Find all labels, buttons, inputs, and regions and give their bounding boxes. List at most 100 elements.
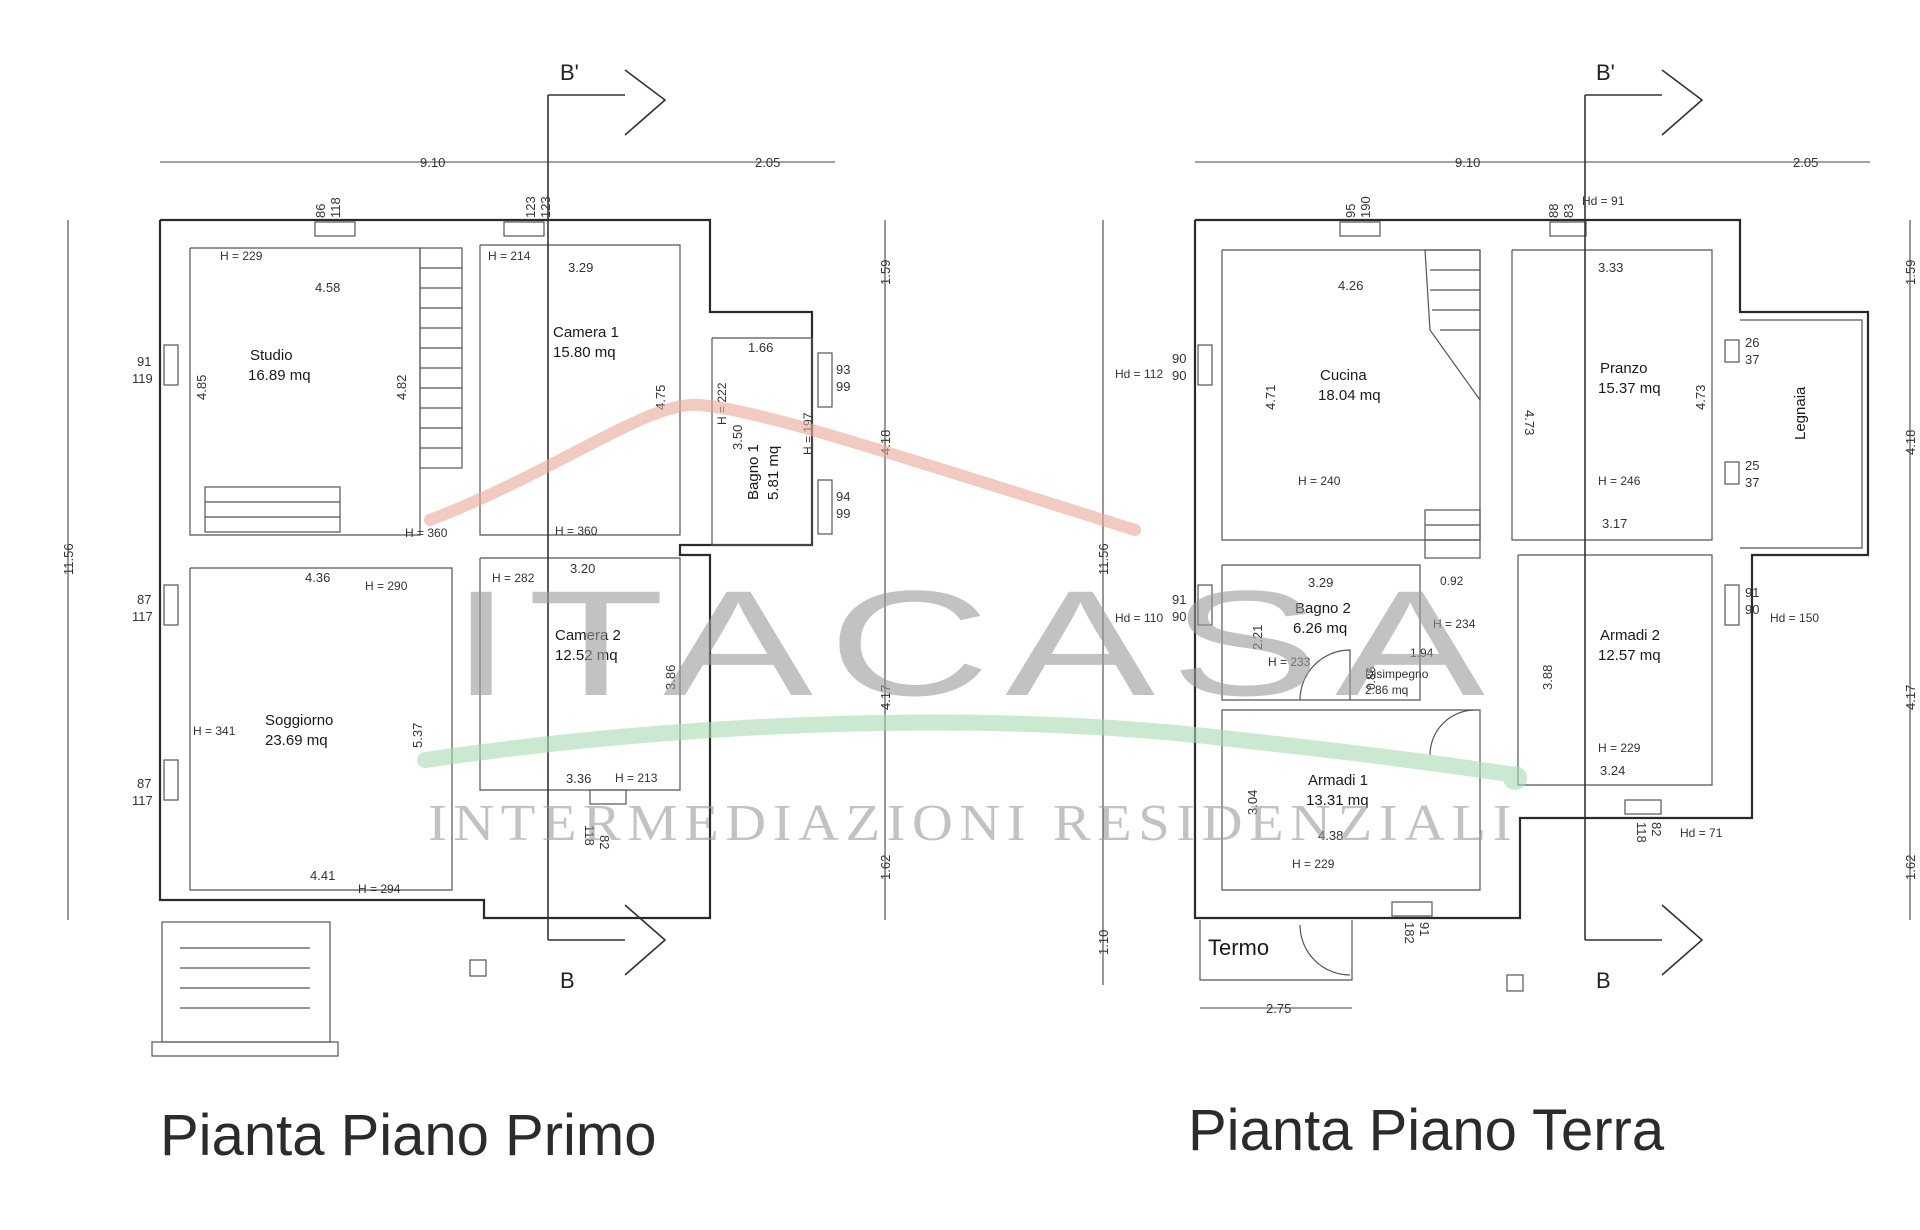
inner-dim: 3.50 <box>730 425 745 450</box>
inner-dim: 3.88 <box>1540 665 1555 690</box>
window-height: 118 <box>328 197 343 218</box>
height-label: H = 360 <box>405 526 448 540</box>
dim-top-main: 9.10 <box>420 155 445 170</box>
inner-dim: 5.37 <box>410 723 425 748</box>
height-label: H = 282 <box>492 571 535 585</box>
height-label: H = 294 <box>358 882 401 896</box>
inner-dim: 3.33 <box>1598 260 1623 275</box>
window-height: 118 <box>1634 822 1649 843</box>
height-label: H = 233 <box>1268 655 1311 669</box>
window-width: 82 <box>597 835 612 849</box>
inner-dim: 3.04 <box>1245 790 1260 815</box>
dim-right-4: 1.62 <box>878 855 893 880</box>
dim-left-low: 1.10 <box>1096 930 1111 955</box>
inner-dim: 3.86 <box>663 665 678 690</box>
height-label: H = 229 <box>1292 857 1335 871</box>
window-height: 37 <box>1745 352 1759 367</box>
room-name: Armadi 2 <box>1600 627 1660 644</box>
window-width: 90 <box>1172 351 1186 366</box>
window-height: 119 <box>132 371 153 386</box>
dim-top-main: 9.10 <box>1455 155 1480 170</box>
room-area: 6.26 mq <box>1293 620 1347 637</box>
inner-dim: 0.92 <box>1440 574 1464 588</box>
window-height: 90 <box>1172 368 1186 383</box>
inner-dim: 2.21 <box>1250 625 1265 650</box>
inner-dim: 4.58 <box>315 280 340 295</box>
height-label: Hd = 150 <box>1770 611 1819 625</box>
inner-dim: 4.71 <box>1263 385 1278 410</box>
window-height: 182 <box>1402 922 1417 944</box>
window-width: 87 <box>137 592 151 607</box>
height-label: H = 229 <box>1598 741 1641 755</box>
dim-top-side: 2.05 <box>755 155 780 170</box>
door-swing <box>1299 924 1351 976</box>
section-label-top: B' <box>560 60 579 85</box>
room-name: Soggiorno <box>265 712 333 729</box>
room-name: Disimpegno <box>1365 667 1429 681</box>
height-label: H = 360 <box>555 524 598 538</box>
height-label: Hd = 91 <box>1582 194 1625 208</box>
height-label: H = 234 <box>1433 617 1476 631</box>
height-label: H = 213 <box>615 771 658 785</box>
height-label: Hd = 112 <box>1115 367 1163 381</box>
window-height: 83 <box>1561 204 1576 218</box>
dim-bottom: 2.75 <box>1266 1001 1291 1016</box>
brand-watermark: ITACASA INTERMEDIAZIONI RESIDENZIALI <box>417 398 1527 852</box>
window-height: 99 <box>836 379 850 394</box>
room-name: Camera 1 <box>553 324 619 341</box>
window-width: 26 <box>1745 335 1759 350</box>
window-height: 99 <box>836 506 850 521</box>
inner-dim: 4.73 <box>1693 385 1708 410</box>
room-area: 5.81 mq <box>765 446 782 500</box>
brand-wordmark: ITACASA <box>450 559 1500 727</box>
room-area: 12.52 mq <box>555 647 618 664</box>
window-width: 25 <box>1745 458 1759 473</box>
window-width: 82 <box>1649 822 1664 836</box>
window-height: 90 <box>1172 609 1186 624</box>
room-area: 16.89 mq <box>248 367 311 384</box>
room-area: 2.86 mq <box>1365 683 1408 697</box>
inner-dim: 4.41 <box>310 868 335 883</box>
window-height: 190 <box>1358 196 1373 218</box>
dim-right-3: 4.17 <box>1903 685 1918 710</box>
room-area: 12.57 mq <box>1598 647 1661 664</box>
window-height: 123 <box>538 196 553 218</box>
inner-dim: 3.36 <box>566 771 591 786</box>
windows-primo <box>163 221 833 805</box>
window-width: 91 <box>1172 592 1186 607</box>
room-name: Bagno 2 <box>1295 600 1351 617</box>
dim-right-2: 4.18 <box>1903 430 1918 455</box>
room-area: 15.80 mq <box>553 344 616 361</box>
window-height: 117 <box>132 793 153 808</box>
stairs-terra <box>1424 249 1481 559</box>
inner-dim: 3.29 <box>1308 575 1333 590</box>
inner-dim: 4.82 <box>394 375 409 400</box>
room-name: Cucina <box>1320 367 1367 384</box>
section-label-top: B' <box>1596 60 1615 85</box>
inner-dim: 4.75 <box>653 385 668 410</box>
inner-dim: 3.17 <box>1602 516 1627 531</box>
window-height: 90 <box>1745 602 1759 617</box>
inner-dim: 3.29 <box>568 260 593 275</box>
inner-dim: 3.24 <box>1600 763 1625 778</box>
dim-left-total: 11.56 <box>61 543 76 575</box>
green-swoosh <box>417 714 1523 783</box>
window-width: 123 <box>523 196 538 218</box>
dim-right-3: 4.17 <box>878 685 893 710</box>
dim-right-1: 1.59 <box>1903 260 1918 285</box>
inner-dim: 3.20 <box>570 561 595 576</box>
section-label-bottom: B <box>1596 968 1611 993</box>
section-line-terra <box>1584 69 1704 976</box>
height-label: H = 290 <box>365 579 408 593</box>
height-label: H = 246 <box>1598 474 1641 488</box>
room-area: 23.69 mq <box>265 732 328 749</box>
window-height: 117 <box>132 609 153 624</box>
dim-left-total: 11.56 <box>1096 543 1111 575</box>
height-label: Hd = 71 <box>1680 826 1723 840</box>
height-label: H = 341 <box>193 724 236 738</box>
window-height: 118 <box>582 825 597 846</box>
room-area: 15.37 mq <box>1598 380 1661 397</box>
roof-swoosh <box>424 398 1141 536</box>
section-line-primo <box>547 69 667 976</box>
